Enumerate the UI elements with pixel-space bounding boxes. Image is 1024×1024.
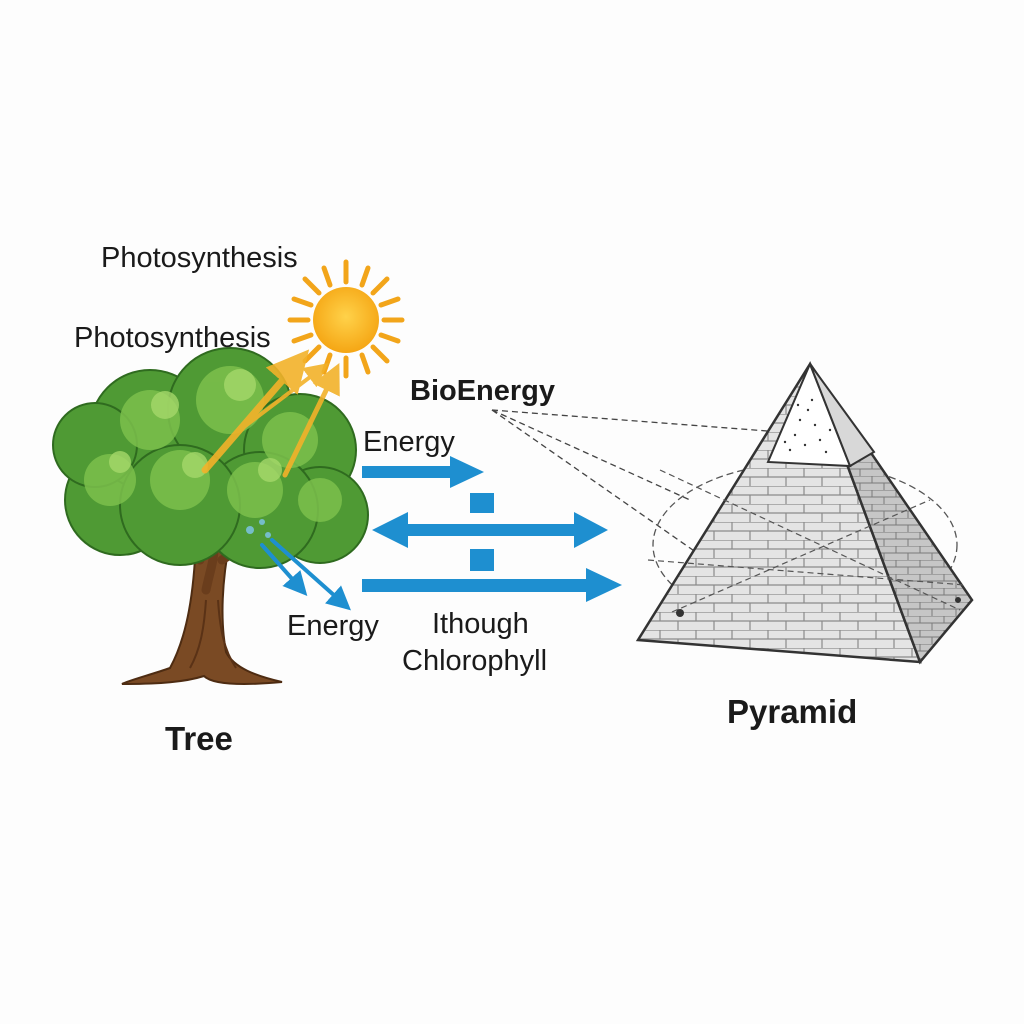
photosynthesis-label-side: Photosynthesis bbox=[74, 322, 271, 354]
energy-right-arrow bbox=[362, 456, 484, 488]
equal-sign-marks bbox=[470, 493, 494, 571]
photosynthesis-label-top: Photosynthesis bbox=[101, 242, 298, 274]
tree-label: Tree bbox=[165, 720, 233, 757]
chlorophyll-arrow bbox=[362, 568, 622, 602]
double-headed-arrow bbox=[372, 512, 608, 548]
pyramid-label: Pyramid bbox=[727, 693, 858, 730]
through-label: Ithough bbox=[432, 608, 529, 640]
sun-icon bbox=[287, 259, 405, 379]
energy-label-upper: Energy bbox=[363, 426, 455, 458]
sunlight-arrows bbox=[201, 349, 340, 478]
pyramid-illustration bbox=[635, 361, 974, 665]
energy-label-lower: Energy bbox=[287, 610, 379, 642]
chlorophyll-label: Chlorophyll bbox=[402, 645, 548, 677]
bioenergy-label: BioEnergy bbox=[410, 375, 556, 407]
tree-illustration bbox=[52, 347, 369, 685]
energy-arrows-from-tree bbox=[260, 538, 351, 611]
connector-lines bbox=[491, 409, 821, 556]
